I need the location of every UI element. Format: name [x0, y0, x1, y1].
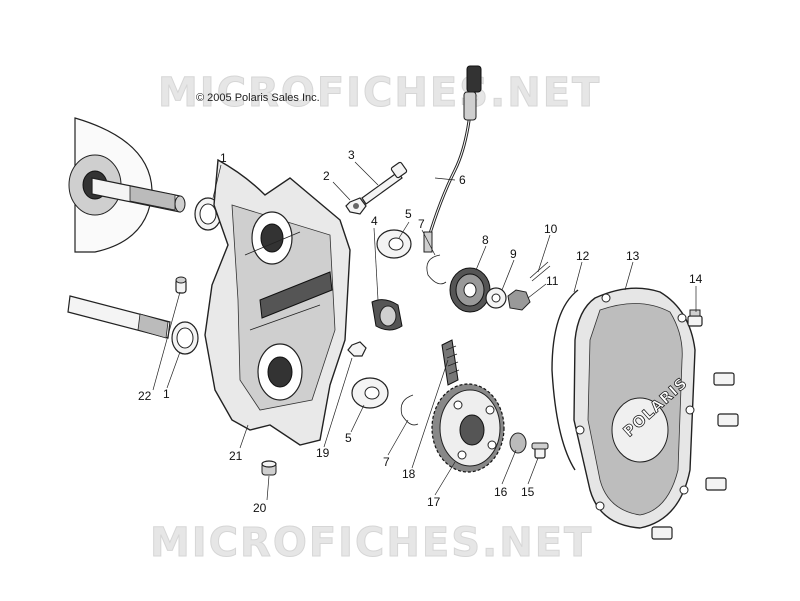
callout-1: 1 — [220, 151, 227, 165]
upper-shaft — [91, 177, 186, 213]
snap-ring-upper — [426, 254, 447, 285]
callout-10: 10 — [544, 222, 558, 236]
callout-17: 17 — [427, 495, 441, 509]
cover-bolts — [651, 309, 739, 540]
callout-19: 19 — [316, 446, 330, 460]
small-gear — [449, 267, 491, 313]
callout-11: 11 — [546, 274, 559, 288]
callout-9: 9 — [510, 247, 517, 261]
callout-3: 3 — [348, 148, 355, 162]
callout-6: 6 — [459, 173, 466, 187]
callout-14: 14 — [689, 272, 703, 286]
watermark-bottom: MICROFICHES.NET — [150, 520, 593, 566]
callout-16: 16 — [494, 485, 508, 499]
chaincase-cover: POLARIS — [573, 287, 696, 529]
large-sprocket — [431, 383, 505, 473]
bolt-3 — [361, 161, 408, 205]
drain-plug — [261, 460, 277, 476]
gasket — [551, 289, 579, 471]
castle-nut — [507, 289, 531, 311]
callout-18: 18 — [402, 467, 416, 481]
washer-9 — [485, 287, 507, 309]
callout-7: 7 — [418, 217, 425, 231]
callout-labels: 1 2 3 4 5 6 7 8 9 10 11 12 13 14 22 1 19… — [138, 148, 703, 515]
callout-13: 13 — [626, 249, 640, 263]
watermark-top: MICROFICHES.NET — [158, 70, 601, 116]
callout-12: 12 — [576, 249, 590, 263]
callout-1-lower: 1 — [163, 387, 170, 401]
lower-shaft — [67, 295, 171, 339]
callout-4: 4 — [371, 214, 378, 228]
callout-5-lower: 5 — [345, 431, 352, 445]
chaincase-housing — [204, 158, 351, 446]
copyright-text: © 2005 Polaris Sales Inc. — [196, 92, 320, 104]
callout-15: 15 — [521, 485, 535, 499]
callout-7-lower: 7 — [383, 455, 390, 469]
nut-19 — [347, 341, 367, 357]
washer-16 — [509, 432, 527, 454]
callout-21: 21 — [229, 449, 243, 463]
bolt-15 — [531, 442, 549, 459]
drive-chain — [441, 339, 460, 386]
callout-5: 5 — [405, 207, 412, 221]
callout-2: 2 — [323, 169, 330, 183]
callout-22: 22 — [138, 389, 152, 403]
callout-20: 20 — [253, 501, 267, 515]
snap-ring-lower — [400, 394, 419, 426]
washer-upper — [376, 229, 412, 259]
leader-lines — [152, 161, 697, 501]
nut-2 — [345, 197, 367, 215]
tensioner-4 — [371, 299, 403, 331]
callout-8: 8 — [482, 233, 489, 247]
dowel-pin — [175, 276, 187, 294]
washer-lower — [351, 377, 389, 409]
